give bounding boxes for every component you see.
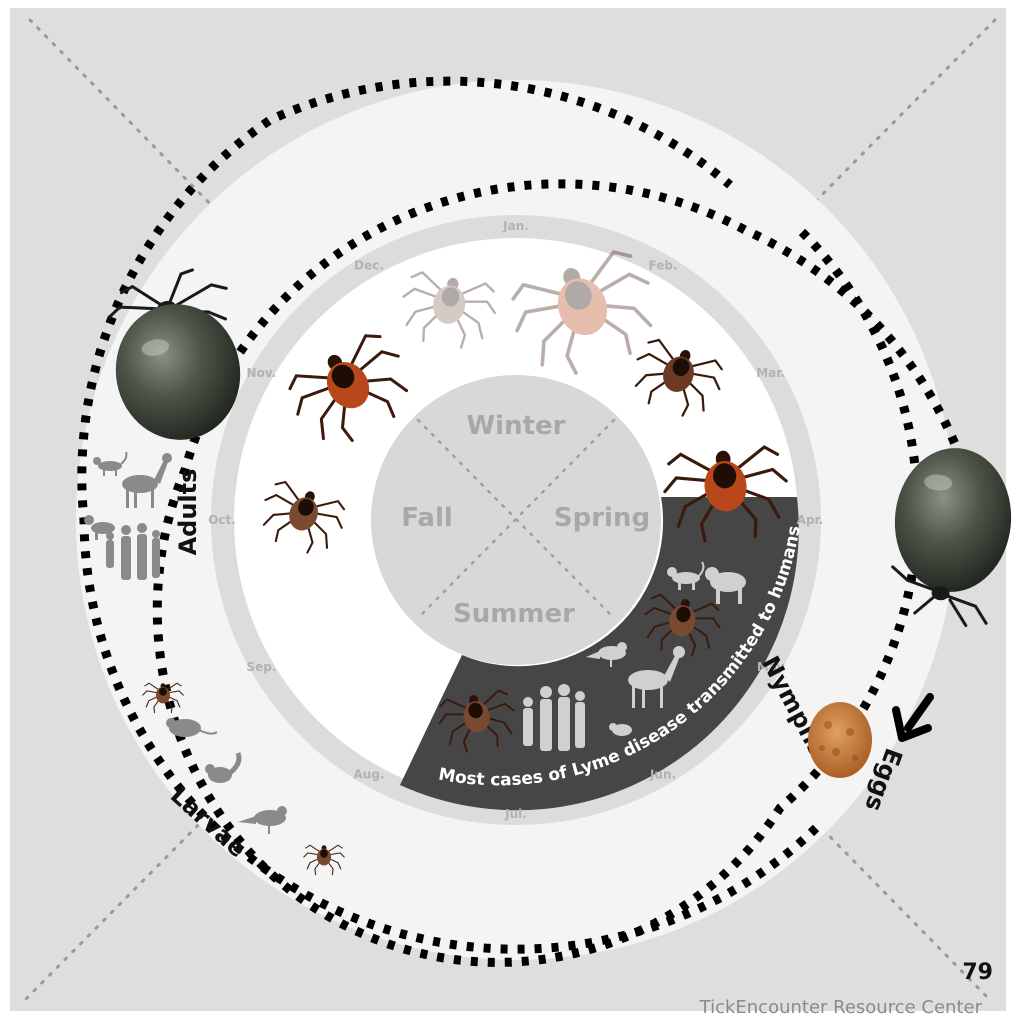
page-number: 79 <box>962 960 993 985</box>
month-label: Aug. <box>354 768 385 782</box>
month-label: Mar. <box>756 366 785 380</box>
month-label: Nov. <box>247 366 277 380</box>
season-winter: Winter <box>467 411 566 441</box>
season-fall: Fall <box>401 503 453 533</box>
month-label: Apr. <box>797 513 824 527</box>
month-label: Sep. <box>246 660 276 674</box>
month-label: Jul. <box>504 807 527 821</box>
season-spring: Spring <box>554 503 650 533</box>
eggs-icon <box>808 702 872 778</box>
month-label: Jan. <box>502 219 529 233</box>
month-label: Dec. <box>354 258 384 272</box>
credit-text: TickEncounter Resource Center <box>699 997 983 1018</box>
stage-adults: Adults <box>174 469 202 556</box>
season-summer: Summer <box>453 599 575 629</box>
month-label: Feb. <box>649 258 678 272</box>
month-label: Jun. <box>649 768 676 782</box>
month-label: Oct. <box>208 513 236 527</box>
